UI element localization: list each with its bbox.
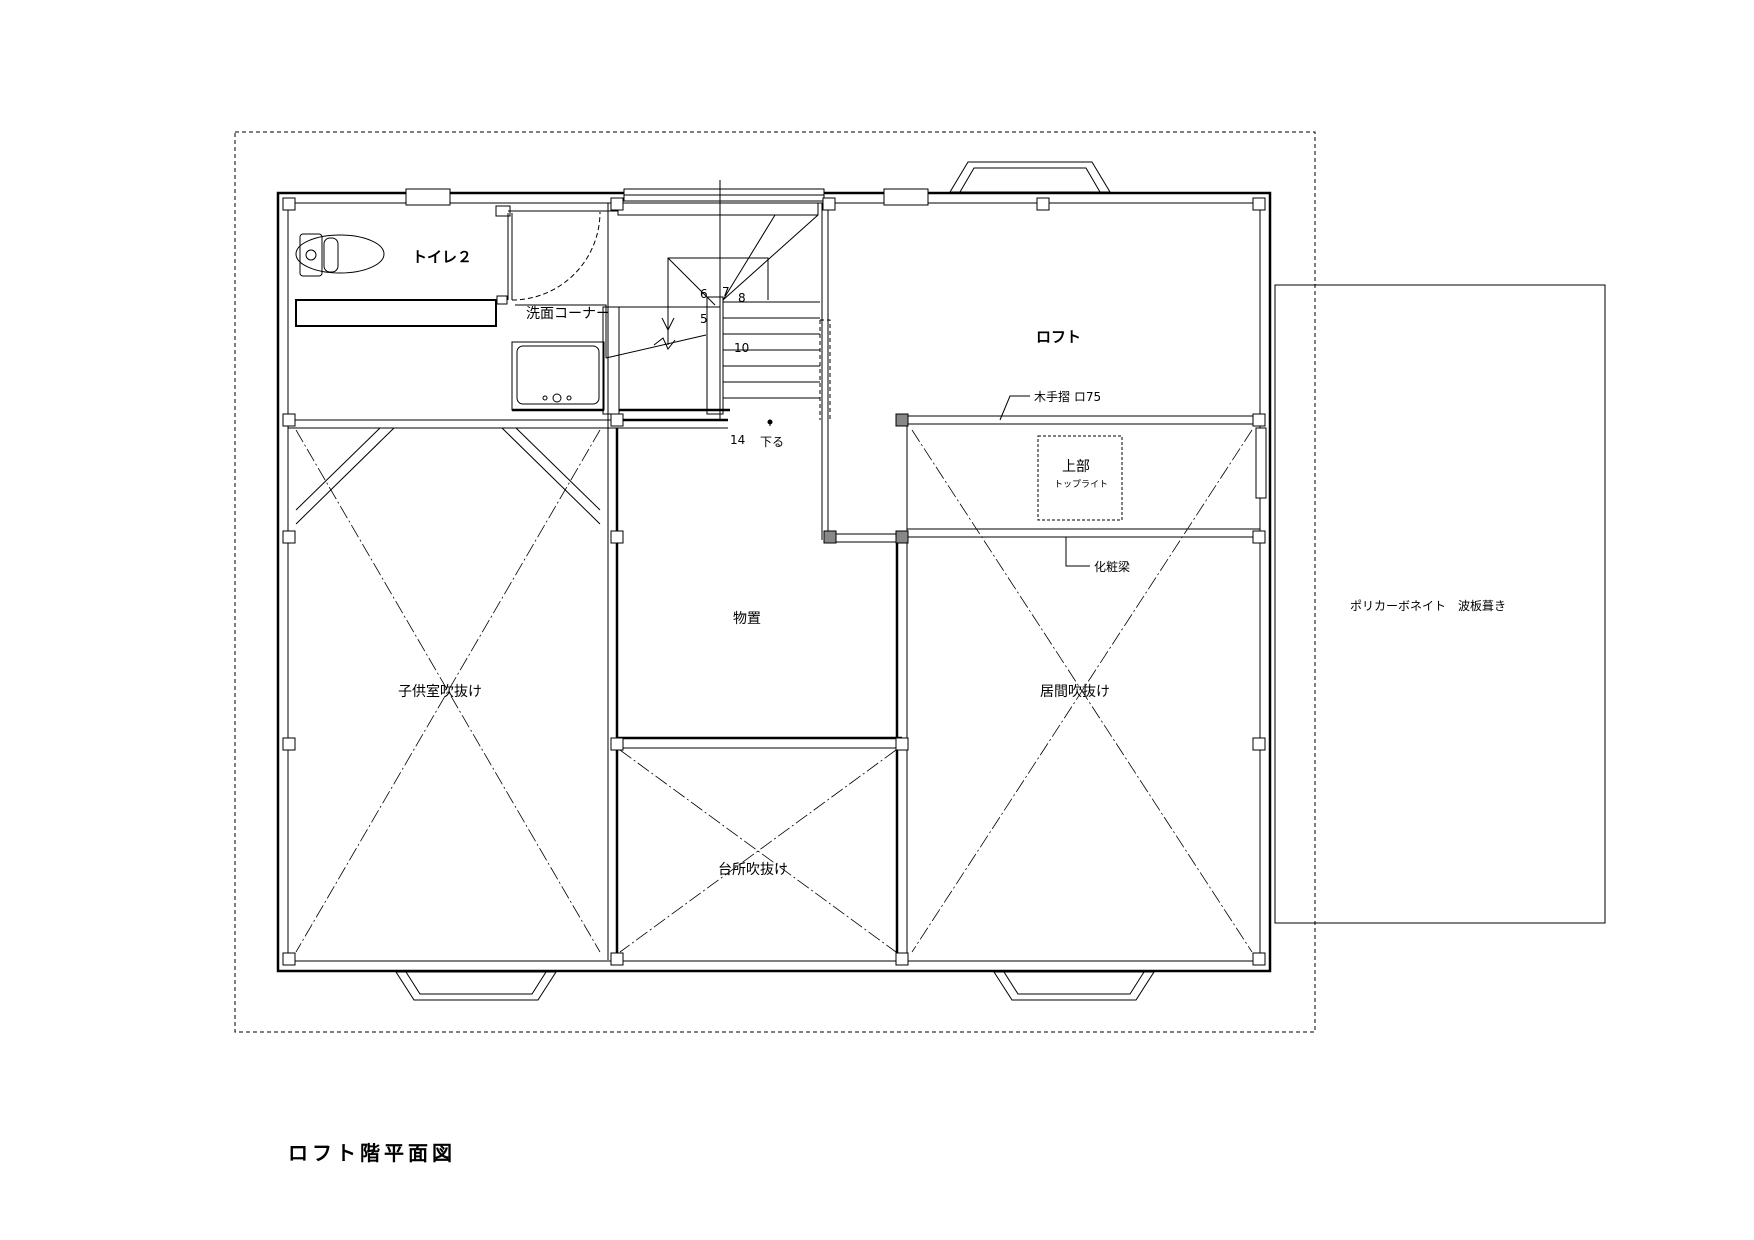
annotation-skylight-bottom: トップライト	[1054, 479, 1108, 490]
bay-window-bottom-left-inner	[405, 971, 547, 995]
stair-number-8: 8	[738, 291, 746, 305]
room-label-kitchen-void: 台所吹抜け	[718, 862, 788, 878]
hatched-posts	[823, 413, 909, 544]
toilet-fixtures	[295, 205, 618, 327]
wash-corner-fixtures	[511, 341, 605, 412]
room-label-toilet: トイレ２	[412, 248, 472, 266]
leader-lines	[515, 304, 1090, 567]
bay-window-bottom-right	[993, 971, 1155, 1001]
staircase	[602, 180, 831, 426]
bay-window-top	[949, 161, 1111, 193]
room-label-kids-void: 子供室吹抜け	[398, 683, 482, 700]
drawing-title: ロフト階平面図	[288, 1141, 456, 1165]
column-posts	[282, 197, 1266, 966]
annotation-stairs-down: 下る	[760, 435, 784, 449]
stair-number-6: 6	[700, 287, 708, 301]
bay-window-top-inner	[959, 167, 1101, 193]
stair-number-14: 14	[730, 433, 745, 447]
bay-window-bottom-left	[395, 971, 557, 1001]
annotation-roof: ポリカーボネイト 波板葺き	[1350, 599, 1506, 613]
interior-walls	[288, 203, 1267, 960]
corner-braces	[295, 427, 601, 525]
outer-wall-outer	[276, 191, 1272, 973]
annotation-handrail: 木手摺 ロ75	[1034, 389, 1101, 404]
annotation-skylight-top: 上部	[1062, 459, 1090, 475]
room-label-living-void: 居間吹抜け	[1040, 684, 1110, 700]
stair-number-5: 5	[700, 312, 708, 326]
room-label-wash-corner: 洗面コーナー	[526, 306, 610, 322]
bay-window-bottom-right-inner	[1003, 971, 1145, 995]
roof-outline-dashed	[234, 131, 1316, 1033]
room-label-storage: 物置	[733, 611, 761, 627]
annotation-beam: 化粧梁	[1094, 559, 1130, 574]
outer-wall-inner	[287, 202, 1261, 962]
void-diagonals	[295, 429, 1253, 953]
room-label-loft: ロフト	[1036, 328, 1081, 346]
windows-top	[405, 188, 929, 206]
stair-number-7: 7	[722, 285, 730, 299]
polycarbonate-canopy	[1274, 284, 1606, 924]
skylight-outline	[1037, 435, 1123, 521]
stair-number-10: 10	[734, 341, 749, 355]
